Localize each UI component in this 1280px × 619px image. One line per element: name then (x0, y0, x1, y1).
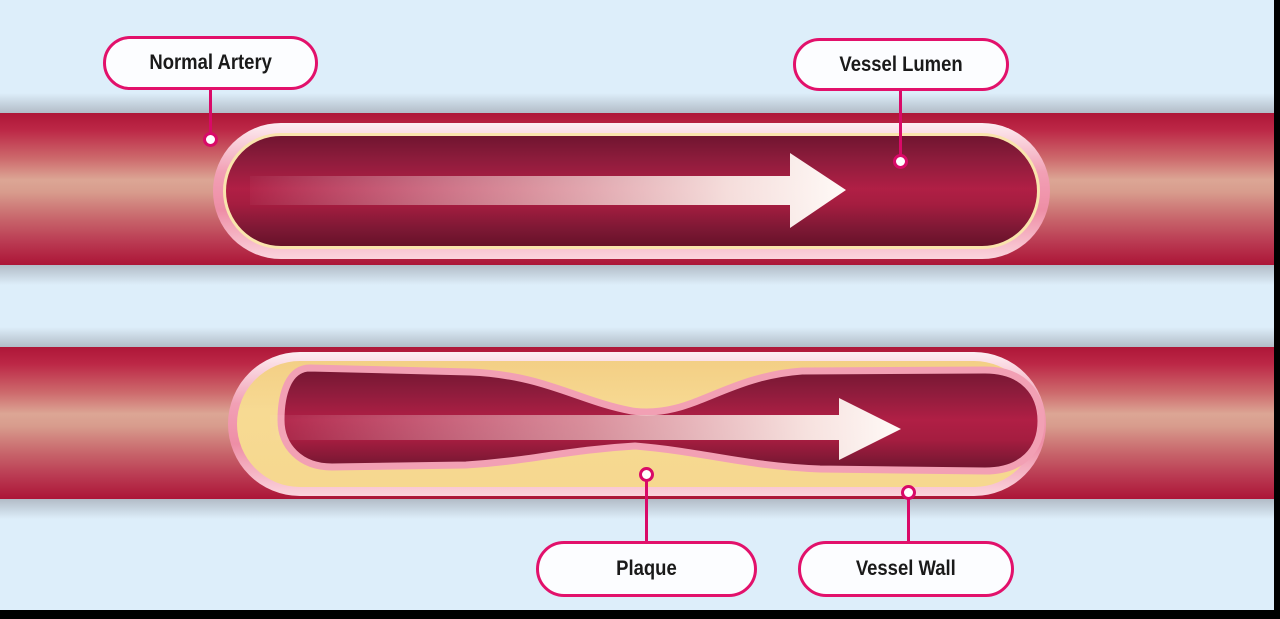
callout-plaque: Plaque (536, 541, 757, 597)
callout-vessel-lumen-label: Vessel Lumen (839, 52, 963, 76)
leader-vessel-lumen (899, 88, 902, 156)
artery-bottom-shadow-above (0, 327, 1280, 347)
artery-bottom-shadow-below (0, 499, 1280, 519)
diseased-artery-tube (0, 347, 1280, 499)
callout-plaque-label: Plaque (616, 557, 677, 580)
leader-vessel-wall (907, 497, 910, 543)
narrowed-lumen-layer (270, 364, 1045, 475)
callout-vessel-wall-label: Vessel Wall (856, 557, 956, 580)
frame-right-edge (1274, 0, 1280, 619)
callout-vessel-wall: Vessel Wall (798, 541, 1014, 597)
callout-normal-artery-label: Normal Artery (149, 51, 272, 74)
dot-normal-artery (203, 132, 218, 147)
callout-vessel-lumen: Vessel Lumen (793, 38, 1009, 91)
dot-vessel-wall (901, 485, 916, 500)
callout-normal-artery: Normal Artery (103, 36, 318, 90)
normal-artery-tube (0, 113, 1280, 265)
artery-top-shadow-below (0, 265, 1280, 285)
artery-top-shadow-above (0, 93, 1280, 113)
blood-flow-arrow-top (250, 153, 846, 228)
frame-bottom-edge (0, 610, 1280, 619)
blood-flow-arrow-bottom (270, 398, 901, 460)
dot-plaque (639, 467, 654, 482)
leader-normal-artery (209, 88, 212, 134)
leader-plaque (645, 479, 648, 543)
dot-vessel-lumen (893, 154, 908, 169)
